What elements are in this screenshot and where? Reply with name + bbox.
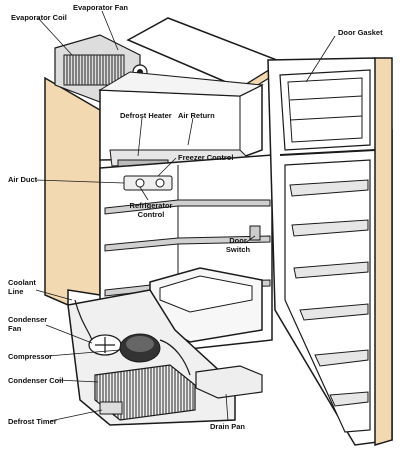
label-door-switch-line1: Door <box>229 236 247 245</box>
label-coolant-line-line1: Coolant <box>8 278 36 287</box>
label-door-switch: Door Switch <box>224 236 252 254</box>
label-refrigerator-control-line2: Control <box>137 210 165 219</box>
cabinet-left-side <box>44 76 101 307</box>
label-condenser-fan: Condenser Fan <box>8 315 47 333</box>
label-condenser-fan-line1: Condenser <box>8 315 48 324</box>
label-evaporator-fan: Evaporator Fan <box>73 3 129 12</box>
label-coolant-line: Coolant Line <box>8 278 36 296</box>
label-leader-lines <box>35 10 336 422</box>
machine-compartment <box>67 289 263 426</box>
label-door-switch-line2: Switch <box>225 245 251 254</box>
label-refrigerator-control-line1: Refrigerator <box>129 201 173 210</box>
label-defrost-heater: Defrost Heater <box>120 111 172 120</box>
label-air-duct: Air Duct <box>8 175 38 184</box>
refrigerator-door <box>267 57 393 447</box>
label-evaporator-coil: Evaporator Coil <box>11 13 67 22</box>
label-compressor: Compressor <box>8 352 53 361</box>
freezer-compartment <box>98 71 264 169</box>
label-refrigerator-control: Refrigerator Control <box>126 201 176 219</box>
label-door-gasket: Door Gasket <box>338 28 383 37</box>
label-freezer-control: Freezer Control <box>178 153 234 162</box>
label-coolant-line-line2: Line <box>8 287 24 296</box>
label-defrost-timer: Defrost Timer <box>8 417 57 426</box>
label-condenser-fan-line2: Fan <box>8 324 22 333</box>
label-condenser-coil: Condenser Coil <box>8 376 64 385</box>
label-air-return: Air Return <box>178 111 215 120</box>
label-drain-pan: Drain Pan <box>210 422 246 431</box>
